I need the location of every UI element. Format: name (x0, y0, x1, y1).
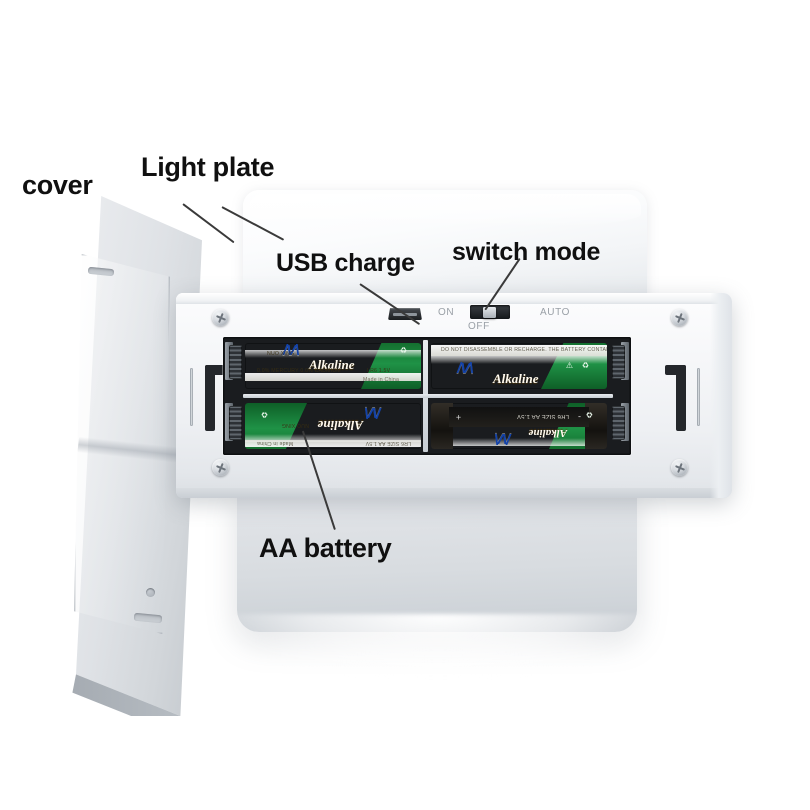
device-body: ON AUTO OFF (176, 293, 732, 498)
spring-top-right (612, 345, 625, 379)
spring-bottom-right (612, 406, 625, 440)
battery-polarity-positive: + (455, 412, 462, 422)
vent-left-wide (205, 365, 215, 431)
mode-switch[interactable]: ON AUTO OFF (438, 305, 570, 335)
screw-top-left (212, 309, 229, 326)
battery-model-top-left: LR6 1.5V (367, 368, 391, 374)
battery-brand-bottom-right: Alkaline (528, 427, 567, 439)
body-right-face (710, 293, 732, 498)
callout-label-usb-charge: USB charge (276, 249, 415, 277)
screw-bottom-right (671, 459, 688, 476)
spring-top-left (229, 345, 242, 379)
battery-brand-top-left: Alkaline (309, 357, 355, 372)
terminal-plate-top-right (621, 342, 629, 380)
light-glow (232, 614, 644, 678)
vent-right-thin (697, 368, 700, 426)
battery-cell-bottom-right: LR6 SIZE AA 1.5V /V\ Alkaline - + ♻ (431, 403, 607, 449)
battery-polarity-negative: - (578, 412, 581, 422)
spring-bottom-left (229, 406, 242, 440)
battery-cell-bottom-left: LR6 SIZE AA 1.5V Made in China Alkaline … (245, 403, 421, 449)
battery-model-bottom-right: LR6 SIZE AA 1.5V (516, 413, 569, 419)
switch-label-auto: AUTO (540, 307, 570, 318)
switch-knob[interactable] (483, 306, 496, 318)
callout-label-cover: cover (22, 170, 93, 200)
body-bottom-bevel (176, 488, 732, 498)
screw-bottom-left (212, 459, 229, 476)
battery-mercury-top-left: 0.0% MERCURY 0.0% CADMIUM (257, 368, 341, 374)
battery-warning-top-right: DO NOT DISASSEMBLE OR RECHARGE. THE BATT… (441, 347, 607, 353)
vent-right-wide-arm (665, 365, 686, 375)
cover-screw-hole (146, 588, 155, 597)
callout-label-aa-battery: AA battery (259, 533, 392, 563)
battery-origin-bottom-left: Made in China (257, 440, 294, 447)
terminal-plate-bottom-right (621, 403, 629, 441)
battery-brand-bottom-left: Alkaline (317, 418, 363, 433)
switch-label-on: ON (438, 307, 455, 318)
battery-origin-top-left: Made in China (363, 377, 400, 383)
screw-top-right (671, 309, 688, 326)
vent-left-wide-arm (205, 365, 226, 375)
body-top-bevel (176, 293, 732, 304)
cover-plate (22, 196, 202, 716)
callout-label-light-plate: Light plate (141, 152, 275, 182)
vent-right-wide (676, 365, 686, 431)
battery-brandline-bottom-left: NUO XING (281, 422, 309, 428)
battery-cell-top-right: DO NOT DISASSEMBLE OR RECHARGE. THE BATT… (431, 343, 607, 389)
battery-model-bottom-left: LR6 SIZE AA 1.5V (365, 440, 411, 447)
callout-label-switch-mode: switch mode (452, 238, 601, 266)
battery-cell-top-left: /V\ Alkaline NUO XING 0.0% MERCURY 0.0% … (245, 343, 421, 389)
battery-brandline-top-left: NUO XING (267, 351, 295, 357)
battery-brand-top-right: Alkaline (493, 371, 539, 386)
cover-recessed-panel (74, 254, 170, 634)
switch-label-off: OFF (468, 321, 490, 332)
vent-left-thin (190, 368, 193, 426)
battery-compartment: /V\ Alkaline NUO XING 0.0% MERCURY 0.0% … (223, 337, 631, 455)
compartment-row-divider (243, 394, 613, 398)
